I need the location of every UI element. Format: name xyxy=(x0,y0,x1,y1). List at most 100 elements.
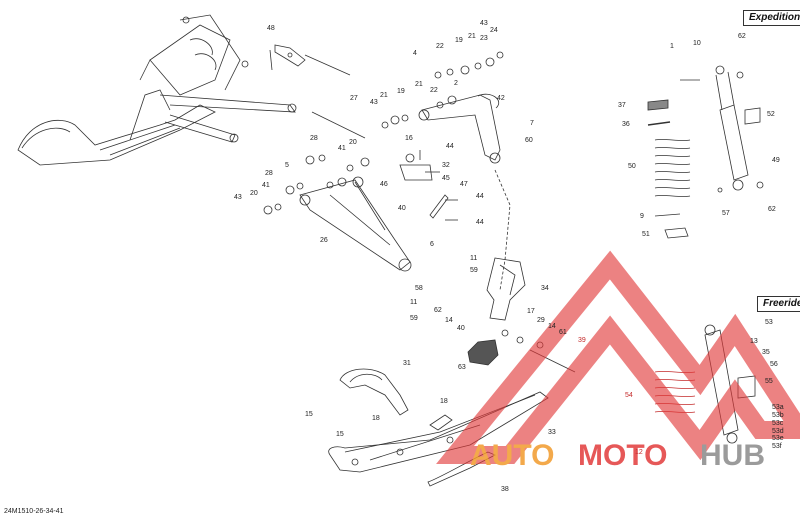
callout-27: 27 xyxy=(350,95,358,102)
ski-handle-31 xyxy=(339,368,409,416)
callout-53b: 53b xyxy=(772,412,784,419)
callout-40: 40 xyxy=(457,325,465,332)
callout-14: 14 xyxy=(548,323,556,330)
callout-40: 40 xyxy=(398,205,406,212)
expedition-label: Expedition xyxy=(743,10,800,26)
watermark: AUTO MOTO HUB xyxy=(436,250,800,472)
callout-12: 12 xyxy=(635,449,643,456)
ring-36 xyxy=(647,121,671,126)
callout-50: 50 xyxy=(628,163,636,170)
callout-62: 62 xyxy=(768,206,776,213)
callout-4: 4 xyxy=(413,50,417,57)
callout-23: 23 xyxy=(480,35,488,42)
bracket-51 xyxy=(664,227,689,239)
callout-20: 20 xyxy=(349,139,357,146)
callout-53e: 53e xyxy=(772,435,784,442)
callout-21: 21 xyxy=(415,81,423,88)
callout-59: 59 xyxy=(470,267,478,274)
callout-11: 11 xyxy=(470,255,477,262)
callout-43: 43 xyxy=(480,20,488,27)
callout-15: 15 xyxy=(336,431,344,438)
callout-13: 13 xyxy=(750,338,758,345)
spring-expedition-50 xyxy=(654,139,691,197)
callout-62: 62 xyxy=(738,33,746,40)
callout-11: 11 xyxy=(410,299,417,306)
callout-19: 19 xyxy=(455,37,463,44)
callout-6: 6 xyxy=(430,241,434,248)
callout-54: 54 xyxy=(625,392,633,399)
callout-20: 20 xyxy=(250,190,258,197)
washer-9 xyxy=(654,213,681,217)
callout-5: 5 xyxy=(285,162,289,169)
callout-28: 28 xyxy=(310,135,318,142)
callout-53f: 53f xyxy=(772,443,782,450)
lower-a-arm-26 xyxy=(299,176,412,272)
callout-39: 39 xyxy=(578,337,586,344)
bushing-stack-left xyxy=(263,51,504,215)
callout-36: 36 xyxy=(622,121,630,128)
bracket-32 xyxy=(399,150,458,221)
rod-27 xyxy=(311,111,366,139)
callout-44: 44 xyxy=(476,219,484,226)
callout-10: 10 xyxy=(693,40,701,47)
spring-seat-37 xyxy=(647,99,669,111)
callout-22: 22 xyxy=(436,43,444,50)
callout-18: 18 xyxy=(372,415,380,422)
callout-33: 33 xyxy=(548,429,556,436)
callout-1: 1 xyxy=(670,43,674,50)
callout-34: 34 xyxy=(541,285,549,292)
watermark-part1: AUTO xyxy=(470,439,554,472)
freeride-label: Freeride xyxy=(757,296,800,312)
callout-47: 47 xyxy=(460,181,468,188)
callout-51: 51 xyxy=(642,231,650,238)
watermark-part3: HUB xyxy=(700,439,765,472)
callout-22: 22 xyxy=(430,87,438,94)
callout-53: 53 xyxy=(765,319,773,326)
callout-49: 49 xyxy=(772,157,780,164)
shock-expedition-49 xyxy=(715,65,761,191)
callout-52: 52 xyxy=(767,111,775,118)
callout-35: 35 xyxy=(762,349,770,356)
pad-63 xyxy=(467,339,499,366)
callout-37: 37 xyxy=(618,102,626,109)
watermark-part2: MOTO xyxy=(578,439,667,472)
callout-29: 29 xyxy=(537,317,545,324)
callout-19: 19 xyxy=(397,88,405,95)
callout-18: 18 xyxy=(440,398,448,405)
callout-43: 43 xyxy=(370,99,378,106)
callout-21: 21 xyxy=(380,92,388,99)
callout-45: 45 xyxy=(442,175,450,182)
callout-16: 16 xyxy=(405,135,413,142)
callout-61: 61 xyxy=(559,329,567,336)
callout-26: 26 xyxy=(320,237,328,244)
overview-assembly xyxy=(17,14,297,166)
callout-42: 42 xyxy=(497,95,505,102)
callout-63: 63 xyxy=(458,364,466,371)
alignment-line xyxy=(494,169,511,291)
upper-a-arm-42 xyxy=(418,93,501,164)
callout-41: 41 xyxy=(338,145,346,152)
callout-62: 62 xyxy=(434,307,442,314)
callout-60: 60 xyxy=(525,137,533,144)
callout-9: 9 xyxy=(640,213,644,220)
callout-2: 2 xyxy=(454,80,458,87)
callout-17: 17 xyxy=(527,308,535,315)
callout-28: 28 xyxy=(265,170,273,177)
callout-53a: 53a xyxy=(772,404,784,411)
callout-43: 43 xyxy=(234,194,242,201)
callout-31: 31 xyxy=(403,360,411,367)
callout-58: 58 xyxy=(415,285,423,292)
callout-21: 21 xyxy=(468,33,476,40)
callout-labels: 1245679101111121314141515161718181919202… xyxy=(234,20,784,493)
link-rod-48 xyxy=(269,44,351,76)
figure-reference: 24M1510-26-34-41 xyxy=(4,508,64,515)
callout-57: 57 xyxy=(722,210,730,217)
callout-53d: 53d xyxy=(772,428,784,435)
callout-24: 24 xyxy=(490,27,498,34)
callout-7: 7 xyxy=(530,120,534,127)
callout-56: 56 xyxy=(770,361,778,368)
callout-59: 59 xyxy=(410,315,418,322)
callout-41: 41 xyxy=(262,182,270,189)
spindle-34 xyxy=(486,257,526,321)
